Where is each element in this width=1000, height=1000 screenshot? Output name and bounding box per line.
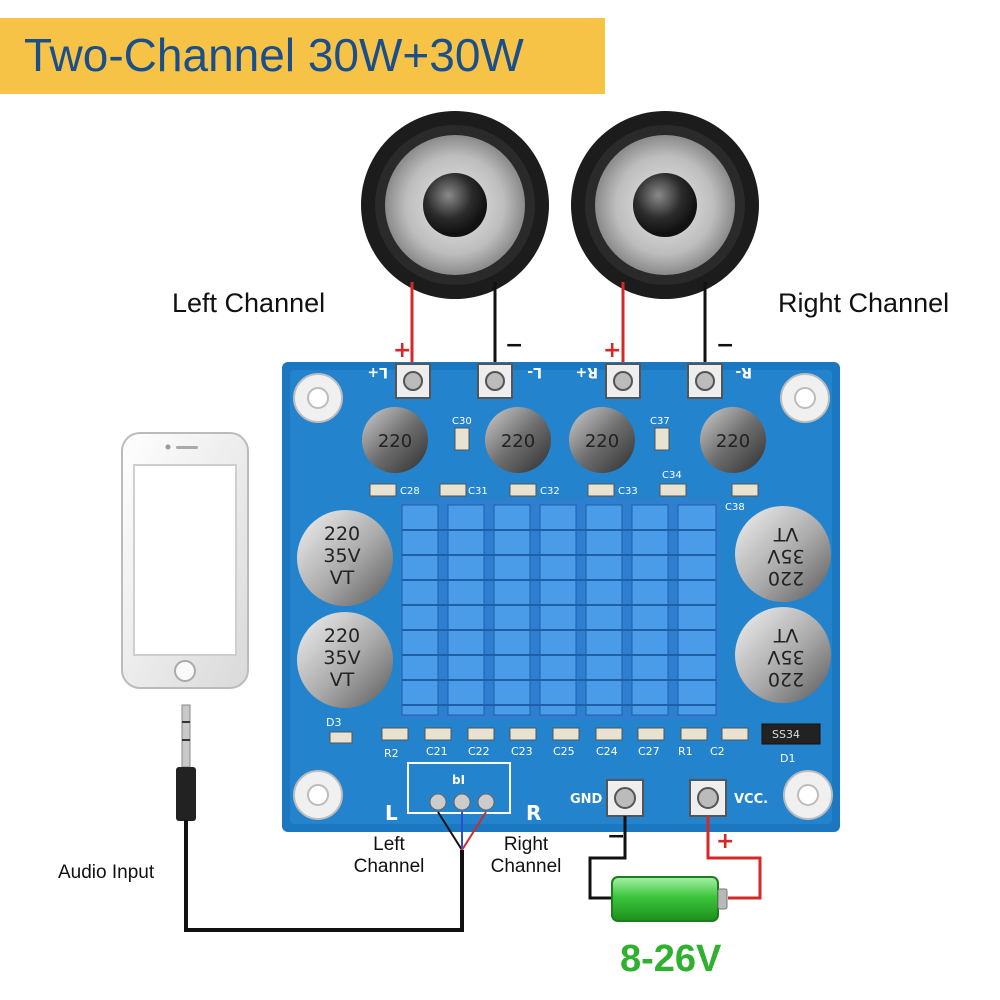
audio-input-label: Audio Input bbox=[58, 862, 155, 883]
label-c28: C28 bbox=[400, 486, 420, 497]
voltage-label: 8-26V bbox=[620, 938, 722, 980]
small-cap-value: 220 bbox=[716, 431, 750, 452]
small-capacitor-3: 220 bbox=[569, 407, 635, 473]
small-cap-value: 220 bbox=[501, 431, 535, 452]
gnd-label: GND bbox=[570, 792, 603, 807]
mounting-holes bbox=[293, 373, 833, 820]
cap-value: 220 bbox=[324, 523, 360, 545]
gnd-minus-mark: − bbox=[607, 824, 625, 849]
label-c25: C25 bbox=[553, 745, 575, 758]
cap-voltage: 35V bbox=[767, 646, 804, 668]
l-minus-mark: − bbox=[505, 333, 523, 358]
l-plus-mark: + bbox=[393, 338, 411, 363]
cap-series: VT bbox=[773, 523, 798, 545]
r-plus-mark: + bbox=[603, 338, 621, 363]
power-wires bbox=[588, 816, 762, 900]
large-capacitor-left-bottom: 220 35V VT bbox=[297, 612, 393, 708]
label-r1: R1 bbox=[678, 745, 693, 758]
label-c33: C33 bbox=[618, 486, 638, 497]
label-c24: C24 bbox=[596, 745, 618, 758]
power-terminals bbox=[606, 779, 727, 817]
label-ss34: SS34 bbox=[772, 728, 800, 741]
label-d3: D3 bbox=[326, 716, 341, 729]
heatsink bbox=[400, 498, 720, 720]
left-channel-top-label: Left Channel bbox=[172, 288, 326, 318]
smartphone bbox=[121, 432, 249, 689]
label-c23: C23 bbox=[511, 745, 533, 758]
cap-series: VT bbox=[330, 669, 355, 691]
battery-icon bbox=[611, 876, 728, 922]
cap-voltage: 35V bbox=[767, 545, 804, 567]
terminal-r-minus-label: R- bbox=[735, 364, 752, 380]
audio-jack bbox=[176, 704, 196, 821]
label-d1: D1 bbox=[780, 752, 795, 765]
vcc-label: VCC. bbox=[734, 792, 768, 807]
output-terminals bbox=[395, 363, 723, 399]
small-capacitor-4: 220 bbox=[700, 407, 766, 473]
cap-series: VT bbox=[773, 624, 798, 646]
right-channel-bottom-label: Right Channel bbox=[490, 834, 562, 877]
terminal-r-plus-label: R+ bbox=[575, 364, 598, 380]
vcc-plus-mark: + bbox=[716, 829, 734, 854]
cap-value: 220 bbox=[324, 625, 360, 647]
cap-voltage: 35V bbox=[323, 647, 360, 669]
small-cap-value: 220 bbox=[585, 431, 619, 452]
smd-components-bottom bbox=[329, 723, 821, 745]
label-c2: C2 bbox=[710, 745, 725, 758]
terminal-l-plus-label: L+ bbox=[367, 364, 388, 380]
left-channel-bottom-label: Left Channel bbox=[353, 834, 425, 877]
cap-value: 220 bbox=[768, 668, 804, 690]
input-connector: bI bbox=[407, 762, 511, 814]
smd-components-top bbox=[369, 427, 759, 497]
label-c21: C21 bbox=[426, 745, 448, 758]
input-signal-wires bbox=[437, 811, 487, 851]
small-cap-value: 220 bbox=[378, 431, 412, 452]
label-r2: R2 bbox=[384, 747, 399, 760]
label-c22: C22 bbox=[468, 745, 490, 758]
input-connector-label: bI bbox=[452, 773, 465, 787]
label-c31: C31 bbox=[468, 486, 488, 497]
terminal-l-minus-label: L- bbox=[527, 364, 542, 380]
small-capacitor-2: 220 bbox=[485, 407, 551, 473]
label-c30: C30 bbox=[452, 416, 472, 427]
cap-series: VT bbox=[330, 567, 355, 589]
input-l-label: L bbox=[385, 801, 398, 825]
pcb-board: L+ L- R+ R- 220 220 220 220 bbox=[282, 362, 840, 832]
cap-value: 220 bbox=[768, 567, 804, 589]
speaker-wires bbox=[410, 282, 707, 370]
right-speaker bbox=[571, 111, 759, 299]
left-speaker bbox=[361, 111, 549, 299]
large-capacitor-right-bottom: 220 35V VT bbox=[735, 607, 831, 703]
right-channel-top-label: Right Channel bbox=[778, 288, 950, 318]
title: Two-Channel 30W+30W bbox=[24, 29, 524, 81]
input-r-label: R bbox=[526, 801, 541, 825]
r-minus-mark: − bbox=[716, 333, 734, 358]
title-banner: Two-Channel 30W+30W bbox=[0, 18, 605, 94]
large-capacitor-right-top: 220 35V VT bbox=[735, 506, 831, 602]
label-c34: C34 bbox=[662, 470, 682, 481]
label-c32: C32 bbox=[540, 486, 560, 497]
label-c37: C37 bbox=[650, 416, 670, 427]
small-capacitor-1: 220 bbox=[362, 407, 428, 473]
label-c27: C27 bbox=[638, 745, 660, 758]
large-capacitor-left-top: 220 35V VT bbox=[297, 510, 393, 606]
cap-voltage: 35V bbox=[323, 545, 360, 567]
label-c38: C38 bbox=[725, 502, 745, 513]
audio-cable bbox=[184, 820, 464, 932]
